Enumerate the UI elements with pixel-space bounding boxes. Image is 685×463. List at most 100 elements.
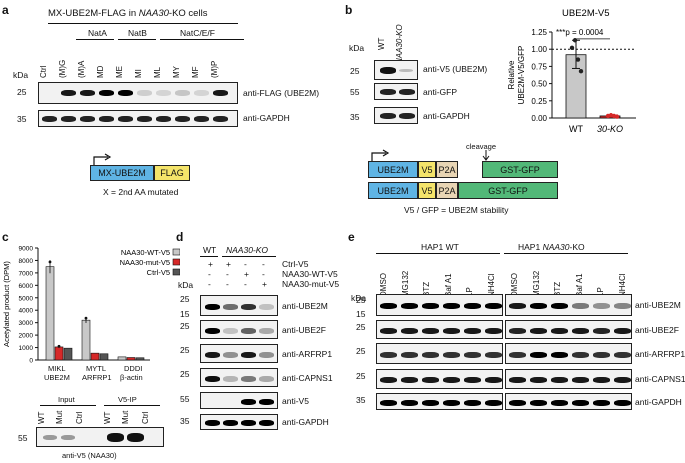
marker-55: 55 <box>18 433 28 443</box>
bar <box>45 266 55 361</box>
kda-label: kDa <box>13 70 29 80</box>
group-nata: NatA <box>88 28 107 38</box>
panel-label-d: d <box>176 230 184 244</box>
band <box>614 303 631 309</box>
lane-9: (M)P <box>210 60 219 78</box>
legend-swatch <box>172 248 180 256</box>
blot-ko-3 <box>505 369 632 389</box>
blot-3 <box>200 368 278 387</box>
band <box>551 328 568 334</box>
marker: 15 <box>356 309 366 319</box>
blot-label-v5-naa30: anti-V5 (NAA30) <box>62 451 117 460</box>
wt-group-label: HAP1 WT <box>421 242 459 252</box>
y-tick-label: 8000 <box>19 258 34 265</box>
gapdh-band <box>61 116 76 122</box>
blot-label-gapdh: anti-GAPDH <box>423 111 470 121</box>
wt-label: WT <box>203 245 217 255</box>
ko-group-line <box>504 253 628 254</box>
blot-wt-4 <box>376 393 503 410</box>
blot-ko-2 <box>505 343 632 364</box>
x-tick-label: WT <box>569 124 583 134</box>
group-natb-line <box>118 39 156 40</box>
band <box>443 400 460 406</box>
y-tick-label: 0.25 <box>531 97 547 106</box>
group-natb: NatB <box>128 28 147 38</box>
legend-swatch <box>172 268 180 276</box>
y-tick-label: 0.50 <box>531 80 547 89</box>
blot-wt-2 <box>376 343 503 364</box>
band <box>380 377 397 383</box>
bar <box>90 352 100 361</box>
band <box>223 304 238 310</box>
gapdh-band <box>42 116 57 122</box>
band <box>485 352 502 358</box>
panel-label-c: c <box>2 230 9 244</box>
input-label: Input <box>58 395 75 404</box>
legend-label: NAA30-WT-V5 <box>121 248 170 257</box>
band <box>259 399 274 405</box>
flag-band <box>213 90 228 96</box>
band <box>241 399 256 405</box>
sign: - <box>226 279 229 289</box>
category-line2: β-actin <box>120 373 143 382</box>
panel-label-e: e <box>348 230 355 244</box>
significance-label: ***p = 0.0004 <box>556 28 604 37</box>
band <box>241 376 256 382</box>
marker: 35 <box>180 416 190 426</box>
band <box>223 376 238 382</box>
band <box>530 303 547 309</box>
bar <box>117 356 127 361</box>
band <box>509 352 526 358</box>
band <box>205 328 220 334</box>
band <box>485 377 502 383</box>
marker: 25 <box>180 369 190 379</box>
category-line1: MYTL <box>86 364 107 373</box>
sign: + <box>262 279 267 289</box>
wt-group-line <box>376 253 500 254</box>
blot-label-v5: anti-V5 (UBE2M) <box>423 64 488 74</box>
band <box>485 400 502 406</box>
band <box>509 328 526 334</box>
band <box>401 328 418 334</box>
band <box>205 420 220 426</box>
band <box>464 377 481 383</box>
blot-label-0: anti-UBE2M <box>635 300 681 310</box>
sign: - <box>262 259 265 269</box>
lane-3: WT <box>103 411 112 424</box>
y-tick-label: 3000 <box>19 320 34 327</box>
ko-group-label: HAP1 NAA30-KO <box>518 243 585 252</box>
y-tick-label: 9000 <box>19 246 34 253</box>
band <box>223 420 238 426</box>
marker: 25 <box>180 345 190 355</box>
band <box>422 352 439 358</box>
lane-2: (M)A <box>77 60 86 78</box>
construct2-p2a: P2A <box>436 182 458 199</box>
band <box>422 377 439 383</box>
band <box>241 352 256 358</box>
band <box>593 352 610 358</box>
band <box>443 352 460 358</box>
y-tick-label: 0 <box>29 358 33 365</box>
ip-line <box>104 405 160 406</box>
construct2-gst-gfp: GST-GFP <box>458 182 558 199</box>
band <box>205 376 220 382</box>
lane-5: Ctrl <box>141 411 150 424</box>
lane-4: Mut <box>121 410 130 424</box>
band <box>593 400 610 406</box>
blot-label-gfp: anti-GFP <box>423 87 458 97</box>
bar <box>99 353 109 361</box>
band <box>241 328 256 334</box>
band <box>551 352 568 358</box>
gapdh-band <box>194 116 209 122</box>
gapdh-band <box>137 116 152 122</box>
promoter-arrow-icon <box>371 149 390 163</box>
blot-ko-1 <box>505 320 632 339</box>
marker-35: 35 <box>17 114 27 124</box>
y-tick-label: 0.75 <box>531 62 547 71</box>
flag-band <box>99 90 114 96</box>
kda-label: kDa <box>349 43 365 53</box>
band <box>509 400 526 406</box>
data-point <box>575 57 581 62</box>
lane-0: WT <box>37 411 46 424</box>
construct-note: X = 2nd AA mutated <box>103 187 179 197</box>
